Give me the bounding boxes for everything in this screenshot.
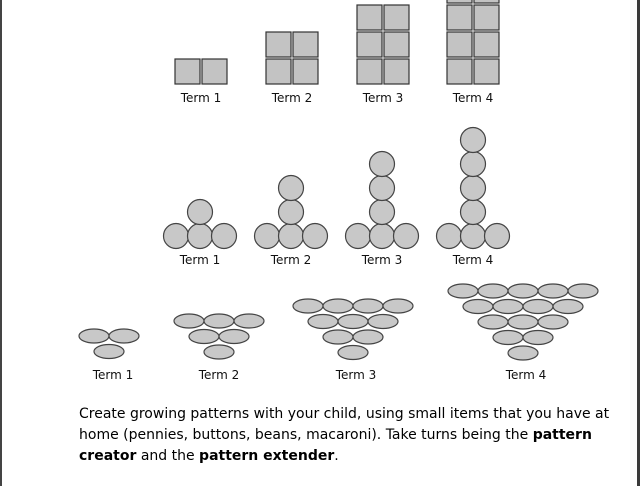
instructions-text-1: Create growing patterns with your child,… (79, 406, 610, 443)
pattern-square (174, 58, 201, 85)
pattern-oval (492, 329, 524, 346)
pattern-oval (352, 298, 384, 314)
instructions-paragraph: Create growing patterns with your child,… (79, 404, 624, 467)
pattern-oval (492, 298, 524, 315)
pattern-square (265, 58, 292, 85)
pattern-circle (459, 198, 487, 226)
pattern-oval (552, 298, 584, 315)
pattern-oval (218, 328, 250, 345)
term-label: Term 2 (270, 253, 312, 267)
pattern-oval (108, 328, 140, 344)
pattern-square (473, 58, 500, 85)
term-label: Term 3 (361, 253, 403, 267)
pattern-square (446, 0, 473, 4)
pattern-oval (477, 314, 509, 330)
instructions-text-3: . (334, 448, 339, 464)
pattern-oval (233, 313, 265, 329)
pattern-circle (392, 222, 420, 250)
pattern-oval (447, 283, 479, 299)
growing-patterns-figure: Term 1 Term 2 Term 3 Term 4 Term 1 Term 2 Term… (78, 0, 599, 382)
pattern-oval (522, 298, 554, 315)
pattern-square (473, 31, 500, 58)
pattern-oval (522, 329, 554, 346)
pattern-square (446, 58, 473, 85)
term-label: Term 4 (452, 253, 494, 267)
pattern-oval (507, 314, 539, 330)
pattern-circle (162, 222, 190, 250)
term-label: Term 2 (198, 368, 240, 382)
pattern-oval (462, 298, 494, 315)
pattern-square (383, 31, 410, 58)
pattern-circle (344, 222, 372, 250)
pattern-oval (537, 314, 569, 330)
pattern-circle (368, 150, 396, 178)
term-label: Term 1 (92, 368, 134, 382)
pattern-circle (459, 126, 487, 154)
pattern-oval (203, 313, 235, 329)
pattern-oval (537, 283, 569, 299)
pattern-oval (203, 344, 235, 360)
pattern-oval (337, 313, 369, 330)
pattern-square (383, 58, 410, 85)
pattern-circle (435, 222, 463, 250)
term-label: Term 3 (335, 368, 377, 382)
page-right-border (637, 0, 640, 486)
pattern-square (292, 31, 319, 58)
pattern-oval (292, 298, 324, 314)
pattern-oval (173, 313, 205, 329)
pattern-circle (459, 174, 487, 202)
term-label: Term 4 (452, 91, 494, 105)
pattern-circle (459, 150, 487, 178)
pattern-oval (382, 298, 414, 314)
pattern-circle (483, 222, 511, 250)
pattern-circle (368, 174, 396, 202)
pattern-oval (307, 313, 339, 330)
pattern-extender-emphasis: pattern extender (199, 448, 335, 464)
term-label: Term 1 (179, 253, 221, 267)
pattern-circle (210, 222, 238, 250)
pattern-square (201, 58, 228, 85)
pattern-circle (277, 174, 305, 202)
pattern-oval (507, 283, 539, 299)
pattern-oval (477, 283, 509, 299)
pattern-circle (368, 198, 396, 226)
pattern-creator-emphasis: pattern creator (79, 427, 592, 464)
pattern-circle (368, 222, 396, 250)
pattern-circle (301, 222, 329, 250)
pattern-square (473, 0, 500, 4)
term-label: Term 1 (180, 91, 222, 105)
pattern-oval (93, 343, 125, 360)
pattern-oval (367, 313, 399, 330)
term-label: Term 2 (271, 91, 313, 105)
pattern-circle (459, 222, 487, 250)
pattern-square (265, 31, 292, 58)
pattern-oval (322, 329, 354, 345)
pattern-circle (253, 222, 281, 250)
pattern-square (446, 31, 473, 58)
pattern-circle (277, 222, 305, 250)
pattern-circle (186, 198, 214, 226)
pattern-oval (352, 329, 384, 345)
pattern-oval (188, 328, 220, 345)
pattern-oval (78, 328, 110, 344)
pattern-oval (567, 283, 599, 299)
pattern-square (356, 58, 383, 85)
term-label: Term 4 (505, 368, 547, 382)
pattern-square (292, 58, 319, 85)
pattern-oval (337, 344, 369, 361)
pattern-circle (277, 198, 305, 226)
pattern-square (356, 4, 383, 31)
pattern-square (383, 4, 410, 31)
pattern-square (473, 4, 500, 31)
instructions-text-2: and the (136, 448, 200, 464)
pattern-oval (322, 298, 354, 314)
page-left-border (0, 0, 2, 486)
pattern-circle (186, 222, 214, 250)
term-label: Term 3 (362, 91, 404, 105)
pattern-oval (507, 345, 539, 361)
pattern-square (356, 31, 383, 58)
pattern-square (446, 4, 473, 31)
